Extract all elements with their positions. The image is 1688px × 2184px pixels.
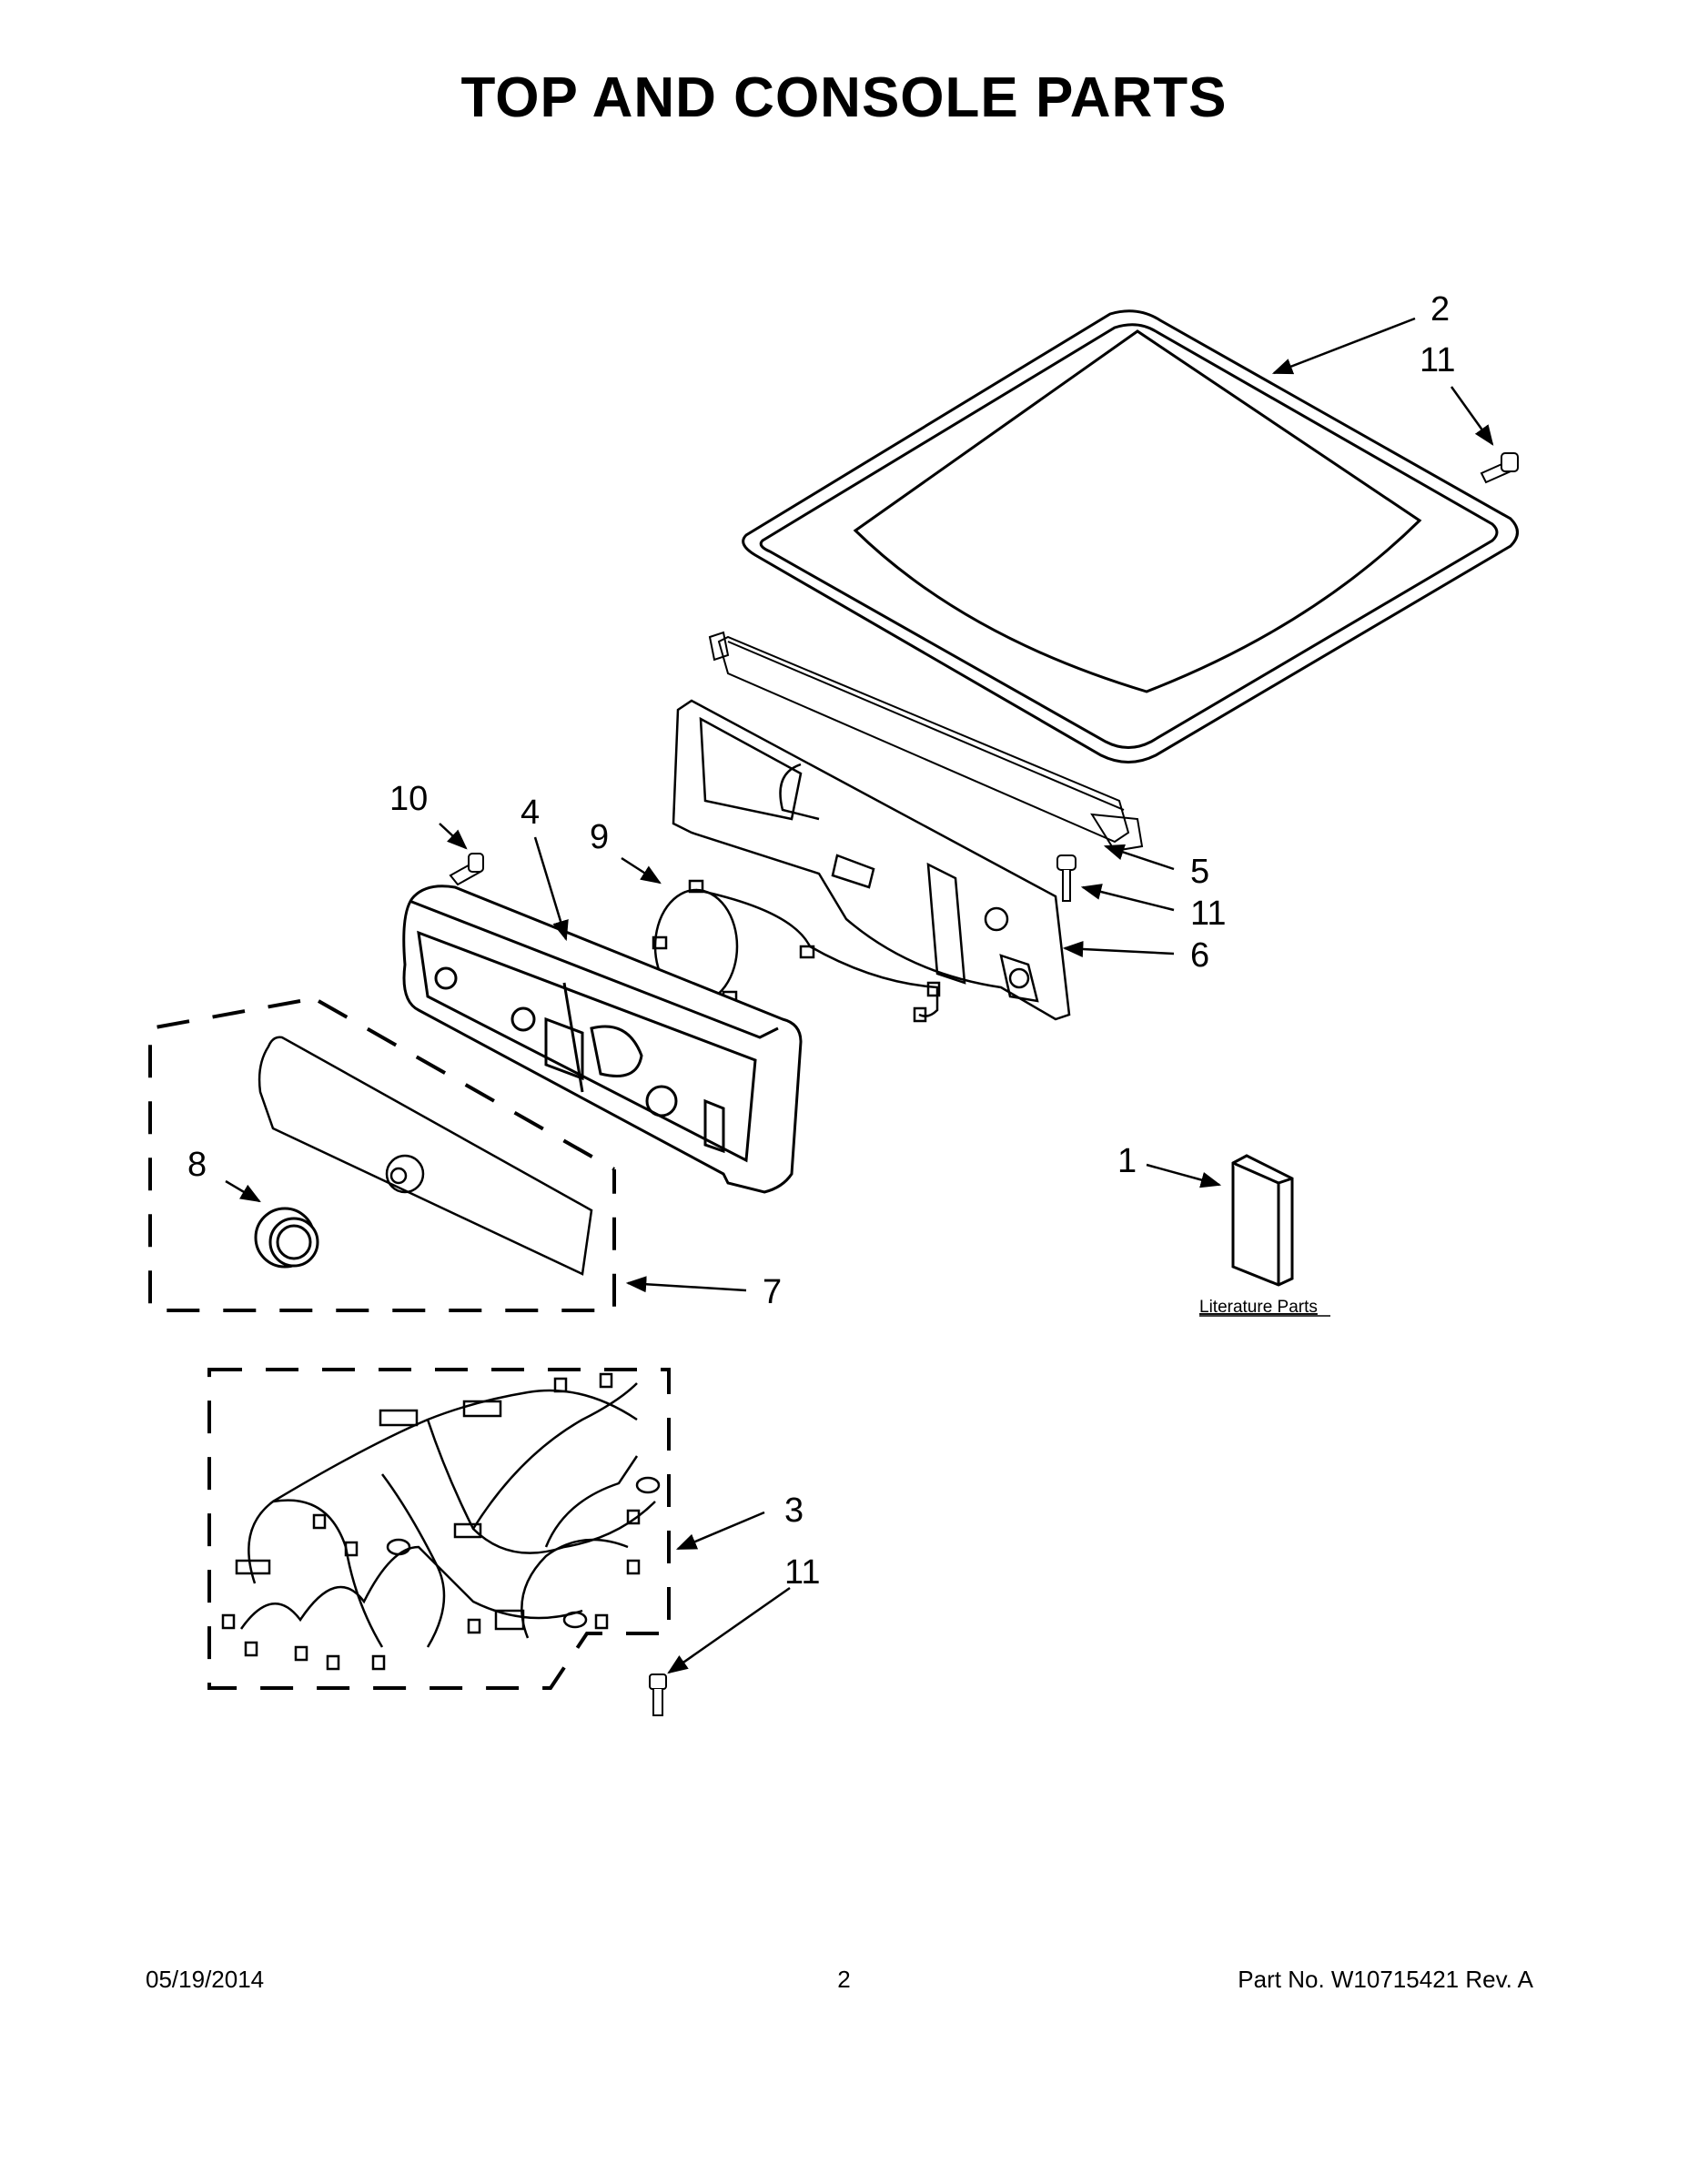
- footer-part-number: Part No. W10715421 Rev. A: [1238, 1966, 1533, 1993]
- page-title: TOP AND CONSOLE PARTS: [460, 66, 1228, 129]
- callout-11-top: 11: [1420, 341, 1455, 379]
- callout-3: 3: [784, 1491, 804, 1530]
- callout-4: 4: [521, 794, 540, 832]
- control-overlay: [258, 1036, 593, 1276]
- footer-page-number: 2: [837, 1966, 851, 1993]
- top-panel: [742, 309, 1519, 763]
- footer-date: 05/19/2014: [146, 1966, 265, 1993]
- callout-11-harness: 11: [784, 1553, 820, 1592]
- knob: [254, 1207, 319, 1269]
- screw-11-top: [1480, 452, 1519, 484]
- screw-11-harness: [649, 1673, 667, 1716]
- screw-10: [449, 853, 484, 886]
- callout-9: 9: [590, 818, 609, 856]
- callout-10: 10: [389, 780, 428, 818]
- callout-8: 8: [187, 1146, 207, 1184]
- console-back-panel: [672, 699, 1071, 1021]
- callout-2: 2: [1430, 290, 1450, 329]
- leader-lines: [225, 317, 1494, 1674]
- callout-6: 6: [1190, 936, 1209, 975]
- overlay-group-box: [148, 999, 616, 1312]
- console: [402, 885, 803, 1194]
- literature-parts-label: Literature Parts: [1199, 1298, 1318, 1317]
- callout-5: 5: [1190, 853, 1209, 891]
- wire-harness: [221, 1372, 661, 1671]
- callout-7: 7: [763, 1273, 782, 1311]
- console-bracket: [708, 631, 1144, 853]
- callout-11-console: 11: [1190, 895, 1226, 933]
- callout-1: 1: [1117, 1142, 1137, 1180]
- callout-labels: 2 11 5 11 6 10 4 9 8 7 1 3 11 Literature…: [187, 290, 1455, 1592]
- harness-group-box: [207, 1368, 671, 1690]
- literature-book: [1231, 1154, 1294, 1287]
- screw-11-console: [1056, 854, 1076, 902]
